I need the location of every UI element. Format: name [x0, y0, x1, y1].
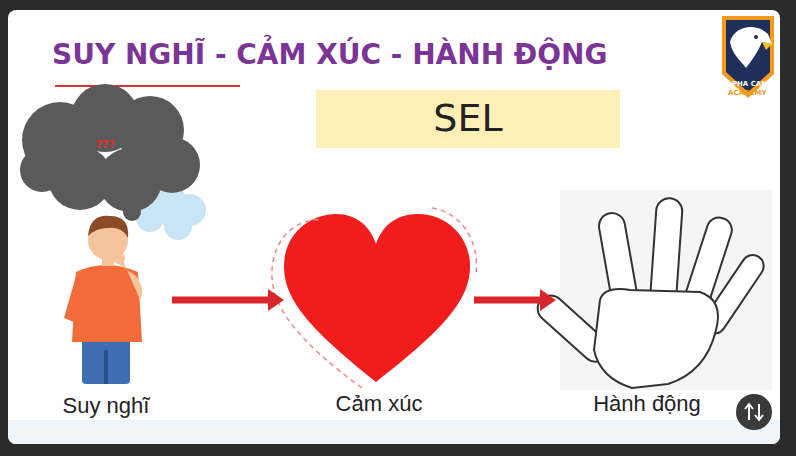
heart-shape [284, 214, 474, 389]
highlight-box: SEL [316, 90, 620, 148]
node-text: Suy nghĩ [63, 393, 150, 418]
emotion-node: Cảm xúc [288, 212, 470, 420]
logo-shield [716, 12, 780, 102]
node-text: SEL [433, 97, 502, 141]
title: SUY NGHĨ - CẢM XÚC - HÀNH ĐỘNG [52, 38, 608, 71]
action-node: Hành động [560, 190, 734, 420]
bottom-strip [8, 420, 780, 444]
flow-arrow [474, 289, 556, 311]
node-text: Cảm xúc [336, 391, 423, 416]
flow-arrow [172, 289, 284, 311]
node-text: ??? [95, 139, 114, 152]
thought-cloud-text: ??? [40, 110, 170, 180]
logo-text: ALPHA CAMP [722, 80, 773, 88]
thought-node: Suy nghĩ [44, 208, 168, 422]
logo-text: ACADEMY [728, 89, 767, 97]
node-text: Hành động [593, 391, 701, 416]
